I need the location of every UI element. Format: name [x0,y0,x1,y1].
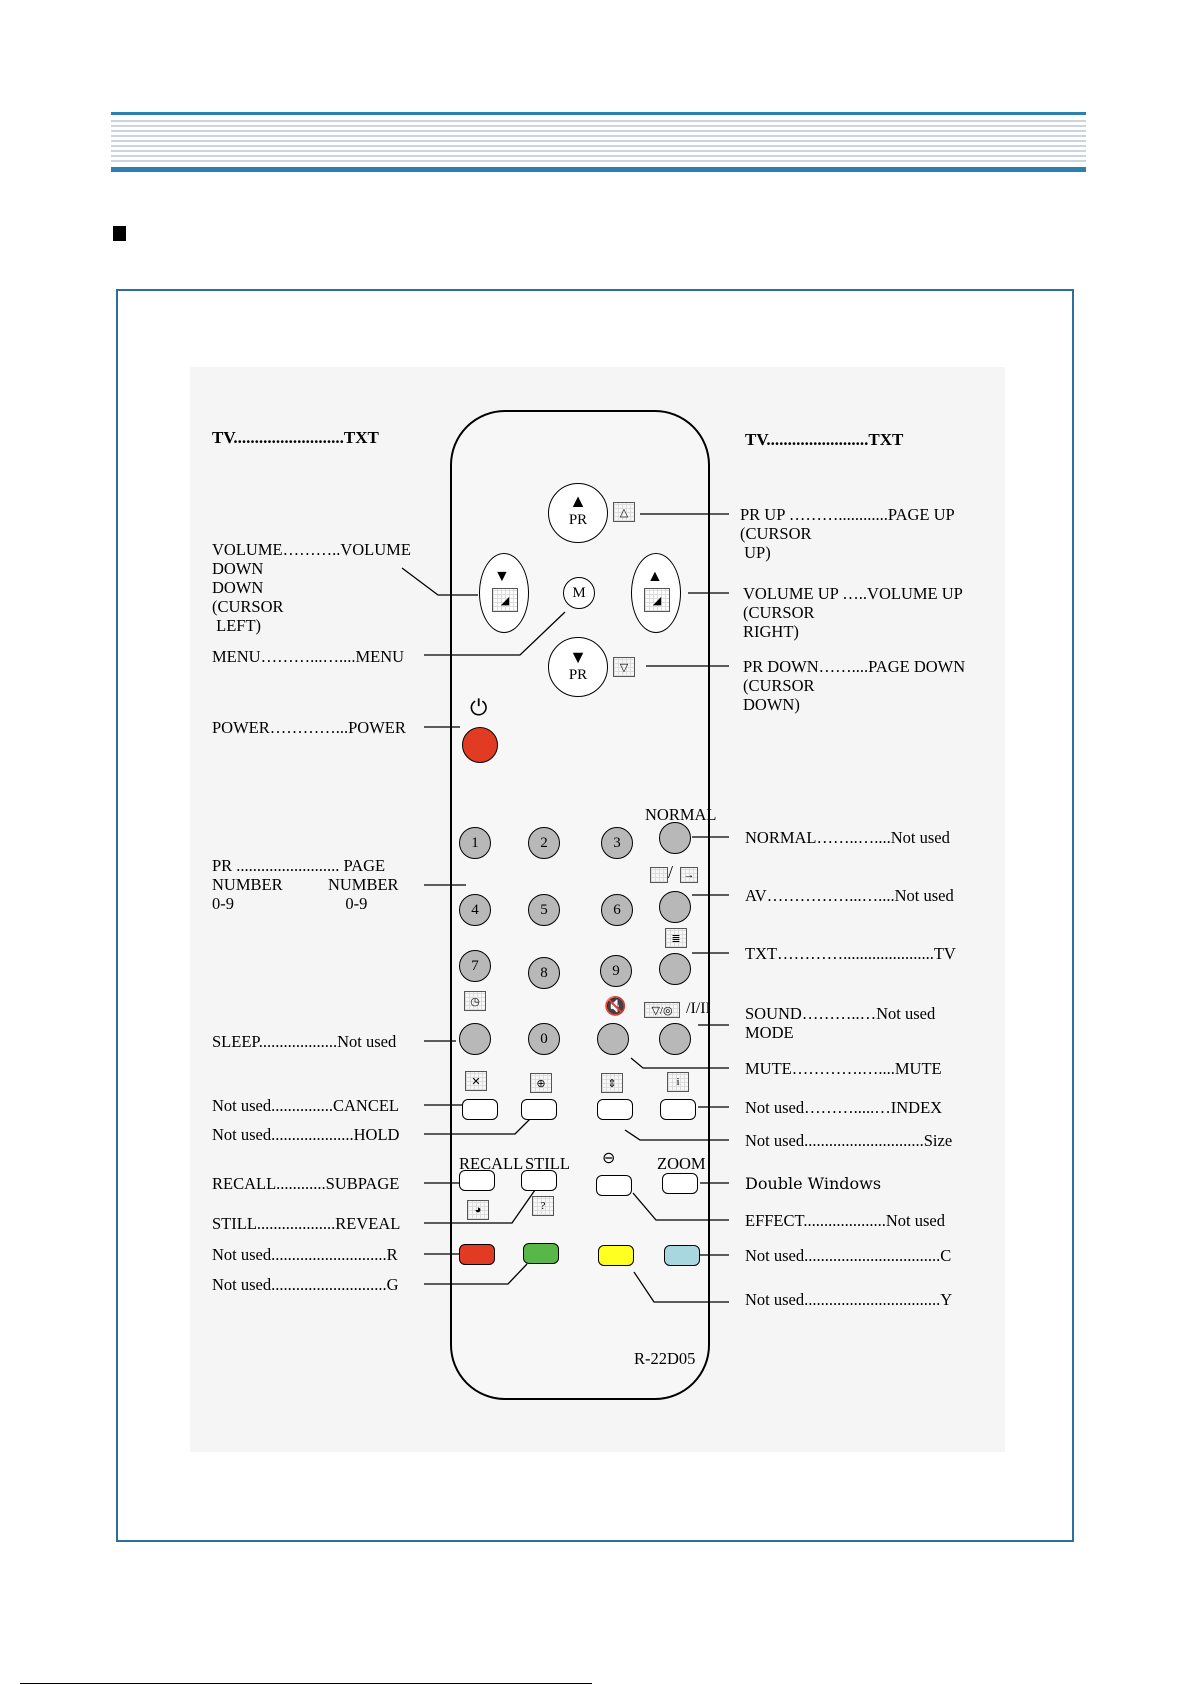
label-normal: NORMAL……..…....Not used [745,828,950,847]
hold-icon: ⊕ [530,1073,552,1093]
digit-2-button[interactable]: 2 [528,827,560,859]
label-index: Not used……….....…INDEX [745,1098,943,1117]
label-av: AV……………...…....Not used [745,886,954,905]
av-button[interactable] [659,891,691,923]
label-pr-number: PR ......................... PAGE NUMBER… [212,856,399,913]
down-triangle-icon: ▼ [569,647,587,667]
label-sleep: SLEEP...................Not used [212,1032,397,1051]
left-column-title: TV..........................TXT [212,428,379,447]
label-sound-mode: SOUND………..…Not used MODE [745,1004,936,1042]
digit-6-button[interactable]: 6 [601,894,633,926]
zoom-button[interactable] [662,1173,698,1194]
label-recall: RECALL............SUBPAGE [212,1174,400,1193]
digit-8-button[interactable]: 8 [528,957,560,989]
red-button[interactable] [459,1244,495,1265]
mute-icon: 🔇 [604,996,627,1016]
cancel-button[interactable] [462,1099,498,1120]
label-yellow: Not used................................… [745,1290,953,1309]
yellow-button[interactable] [598,1245,634,1266]
recall-button[interactable] [459,1170,495,1191]
page-up-icon: △ [613,502,635,522]
label-pr-down: PR DOWN……....PAGE DOWN (CURSOR DOWN) [743,657,966,714]
power-icon: ⏻ [470,695,488,720]
volume-down-icon: ◢ [492,588,518,612]
slash-icon: / [668,862,674,882]
label-hold: Not used....................HOLD [212,1125,400,1144]
volume-up-button[interactable]: ▲ ◢ [631,553,681,633]
label-mute: MUTE………….…....MUTE [745,1059,942,1078]
effect-icon: ⊖ [602,1150,616,1167]
digit-9-button[interactable]: 9 [600,955,632,987]
size-button[interactable] [597,1099,633,1120]
page-down-icon: ▽ [613,657,635,677]
label-menu: MENU………...…....MENU [212,647,405,666]
pr-down-button[interactable]: ▼ PR [548,637,608,697]
digit-7-button[interactable]: 7 [459,950,491,982]
digit-5-button[interactable]: 5 [528,894,560,926]
index-icon: i [667,1072,689,1092]
still-key-label: STILL [525,1154,570,1173]
recall-key-label: RECALL [459,1154,524,1173]
av-input-icon: → [680,867,698,883]
label-double-windows: Double Windows [745,1174,882,1193]
header-bar [111,112,1086,172]
label-effect: EFFECT....................Not used [745,1211,945,1230]
sound-mode-button[interactable] [659,1023,691,1055]
subpage-icon: ◕ [467,1200,489,1220]
pr-down-label: PR [568,667,588,683]
volume-down-button[interactable]: ▼ ◢ [479,553,529,633]
green-button[interactable] [523,1243,559,1264]
menu-key-label: M [572,584,586,601]
teletext-icon: ≣ [665,928,687,948]
clock-icon: ◷ [464,991,486,1011]
digit-4-button[interactable]: 4 [459,894,491,926]
right-column-title: TV........................TXT [745,430,904,449]
zoom-key-label: ZOOM [657,1154,706,1173]
effect-button[interactable] [596,1175,632,1196]
mute-button[interactable] [597,1023,629,1055]
label-volume-down: VOLUME………..VOLUME DOWN DOWN (CURSOR LEFT… [212,540,411,635]
up-triangle-icon: ▲ [569,491,587,511]
sound-mode-icon: ▽/◎ [644,1002,680,1018]
cancel-icon: ✕ [465,1071,487,1091]
normal-button[interactable] [659,822,691,854]
up-triangle-icon: ▲ [647,568,663,585]
digit-3-button[interactable]: 3 [601,827,633,859]
label-power: POWER…………...POWER [212,718,406,737]
index-button[interactable] [660,1099,696,1120]
model-number: R-22D05 [634,1349,696,1368]
label-size: Not used.............................Siz… [745,1131,953,1150]
label-txt: TXT…………......................TV [745,944,956,963]
menu-button[interactable]: M [563,577,595,609]
label-green: Not used............................G [212,1275,399,1294]
digit-0-button[interactable]: 0 [528,1023,560,1055]
digit-1-button[interactable]: 1 [459,827,491,859]
sound-mode-suffix: /I/II [686,1000,711,1017]
size-icon: ⇕ [601,1073,623,1093]
figure-frame [116,289,1074,1542]
cyan-button[interactable] [664,1245,700,1266]
normal-key-label: NORMAL [645,805,717,824]
label-pr-up: PR UP ………............PAGE UP (CURSOR UP) [740,505,955,562]
tv-screen-icon [650,867,668,883]
label-still: STILL...................REVEAL [212,1214,401,1233]
volume-up-icon: ◢ [644,588,670,612]
label-cancel: Not used...............CANCEL [212,1096,399,1115]
label-volume-up: VOLUME UP …..VOLUME UP (CURSOR RIGHT) [743,584,963,641]
label-red: Not used............................R [212,1245,398,1264]
power-button[interactable] [462,727,498,763]
pr-up-button[interactable]: ▲ PR [548,483,608,543]
section-bullet [113,226,126,241]
footer-rule [20,1683,592,1684]
txt-button[interactable] [659,953,691,985]
reveal-icon: ? [532,1196,554,1216]
still-button[interactable] [521,1170,557,1191]
hold-button[interactable] [521,1099,557,1120]
label-cyan: Not used................................… [745,1246,952,1265]
down-triangle-icon: ▼ [494,568,510,585]
sleep-button[interactable] [459,1023,491,1055]
pr-up-label: PR [568,512,588,528]
